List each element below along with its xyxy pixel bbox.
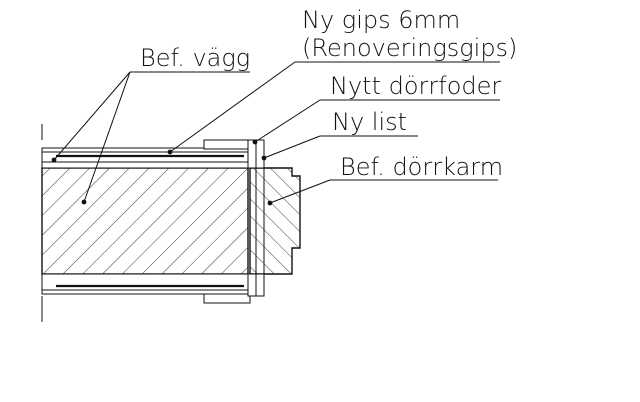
existing-wall-section [41, 167, 249, 275]
label-existing-door-frame: Bef. dörrkarm [340, 153, 503, 181]
top-gypsum-layers [41, 147, 251, 169]
label-new-door-casing: Nytt dörrfoder [330, 72, 501, 100]
label-renovation-gypsum: (Renoveringsgips) [302, 34, 517, 62]
leader-dots [51, 139, 273, 206]
leader-lines [53, 61, 500, 204]
label-new-trim: Ny list [332, 108, 407, 136]
existing-door-frame-section [249, 167, 301, 275]
new-trim [247, 139, 265, 297]
label-existing-wall: Bef. vägg [140, 44, 250, 72]
bottom-gypsum-layers [41, 273, 251, 295]
label-new-gypsum: Ny gips 6mm [302, 6, 460, 34]
